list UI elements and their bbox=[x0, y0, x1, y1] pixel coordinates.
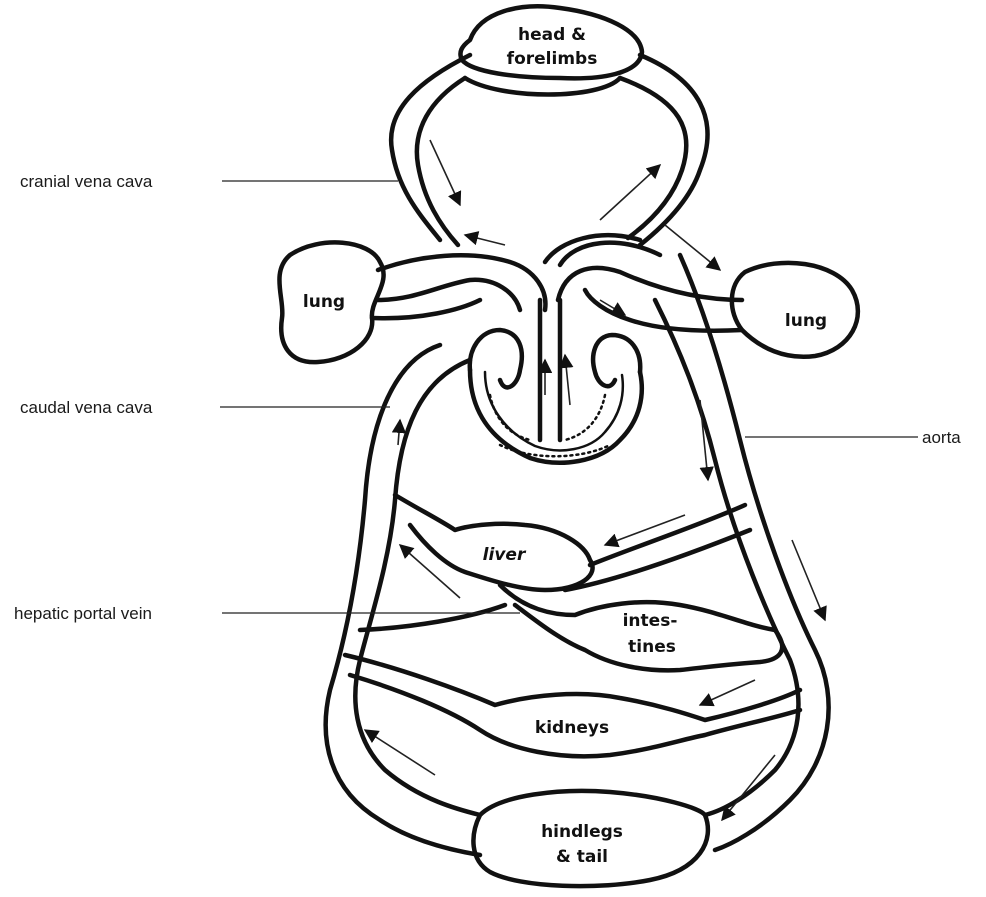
arrow-aorta-down bbox=[700, 400, 708, 480]
arrow-to-kidneys bbox=[700, 680, 755, 705]
aorta-label: aorta bbox=[922, 428, 961, 447]
caudal-vena-cava-label: caudal vena cava bbox=[20, 398, 153, 417]
heart bbox=[470, 300, 642, 463]
kidneys-label: kidneys bbox=[535, 718, 609, 738]
cranial-loop-inner bbox=[417, 78, 686, 245]
arrow-caudal-up bbox=[398, 420, 400, 445]
aorta-vessel bbox=[655, 255, 829, 850]
intestines-organ bbox=[360, 585, 782, 670]
arrow-head-return bbox=[430, 140, 460, 205]
intestines-label-line1: intes- bbox=[623, 611, 678, 631]
hindlegs-label-line2: & tail bbox=[556, 847, 608, 867]
arrow-liver-return bbox=[400, 545, 460, 598]
arrow-to-heart bbox=[465, 235, 505, 245]
pulmonary-vessels bbox=[372, 235, 742, 330]
left-lung-label: lung bbox=[303, 292, 345, 312]
arrow-to-head bbox=[600, 165, 660, 220]
cranial-vena-cava-label: cranial vena cava bbox=[20, 172, 153, 191]
arrow-to-hindlegs bbox=[722, 755, 775, 820]
liver-organ bbox=[395, 495, 750, 590]
head-label-line1: head & bbox=[518, 25, 586, 45]
right-lung-organ bbox=[732, 263, 858, 357]
arrow-to-right-lung bbox=[665, 225, 720, 270]
liver-label: liver bbox=[483, 545, 527, 565]
right-lung-label: lung bbox=[785, 311, 827, 331]
arrow-heart-up-right bbox=[565, 355, 570, 405]
intestines-label-line2: tines bbox=[628, 637, 676, 657]
kidneys-organ bbox=[345, 655, 800, 756]
caudal-vena-cava-vessel bbox=[326, 345, 480, 855]
head-label-line2: forelimbs bbox=[507, 49, 598, 69]
arrow-to-liver bbox=[605, 515, 685, 545]
arrow-kidney-return bbox=[365, 730, 435, 775]
hindlegs-label-line1: hindlegs bbox=[541, 822, 623, 842]
hepatic-portal-vein-label: hepatic portal vein bbox=[14, 604, 152, 623]
